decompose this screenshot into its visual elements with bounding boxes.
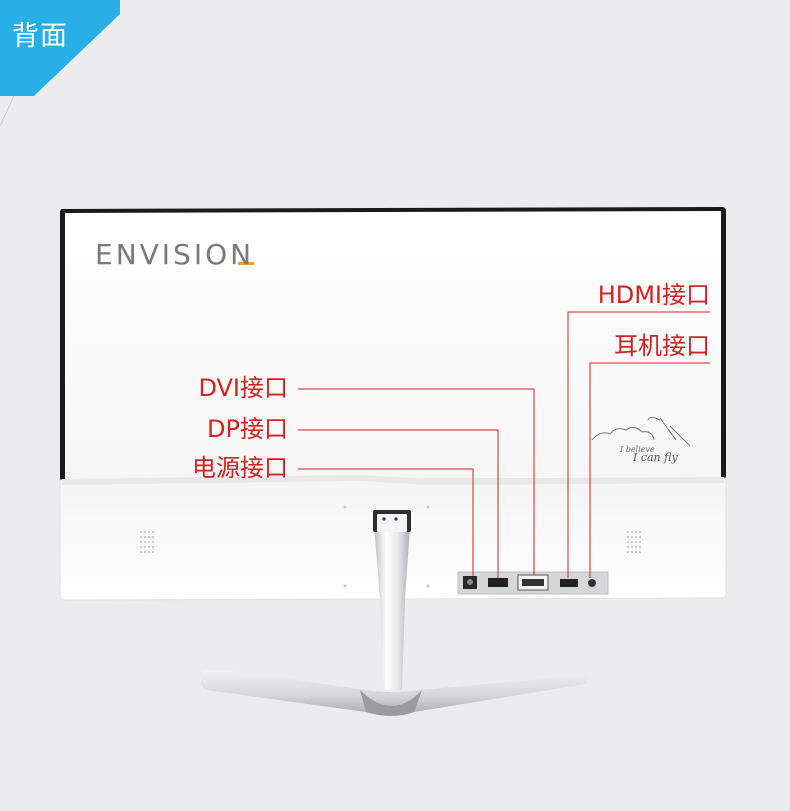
io-port-panel (457, 571, 609, 595)
callout-headphone-label: 耳机接口 (614, 332, 710, 360)
dp-port (488, 578, 508, 587)
section-tag-banner (0, 0, 120, 96)
section-tag-label: 背面 (12, 21, 68, 52)
brand-logo-text: ENVISION (95, 238, 255, 271)
slogan-doodle-icon (591, 417, 691, 447)
callout-dvi-label: DVI接口 (198, 374, 288, 402)
callout-dp-label: DP接口 (207, 415, 288, 443)
callout-power-label: 电源接口 (192, 454, 288, 482)
slogan-line-2: I can fly (633, 451, 678, 464)
callout-hdmi-label: HDMI接口 (597, 281, 710, 309)
callout-leader-lines (298, 311, 710, 578)
speaker-grill-right (627, 531, 641, 553)
hdmi-port (560, 579, 578, 587)
mount-screws (343, 505, 430, 588)
power-leader-line (298, 468, 474, 576)
slogan-line-1: I believe (620, 445, 655, 454)
headphone-port (588, 579, 596, 587)
monitor-panel (60, 207, 726, 480)
speaker-grill-left (140, 531, 154, 553)
monitor-stand-base (200, 670, 587, 716)
monitor-stand-neck (373, 510, 411, 690)
dvi-leader-line (298, 388, 535, 575)
dp-leader-line (298, 429, 499, 578)
headphone-leader-line (589, 362, 710, 578)
banner-guide-line (0, 96, 14, 126)
brand-logo-accent (238, 262, 254, 265)
hdmi-leader-line (567, 311, 710, 578)
